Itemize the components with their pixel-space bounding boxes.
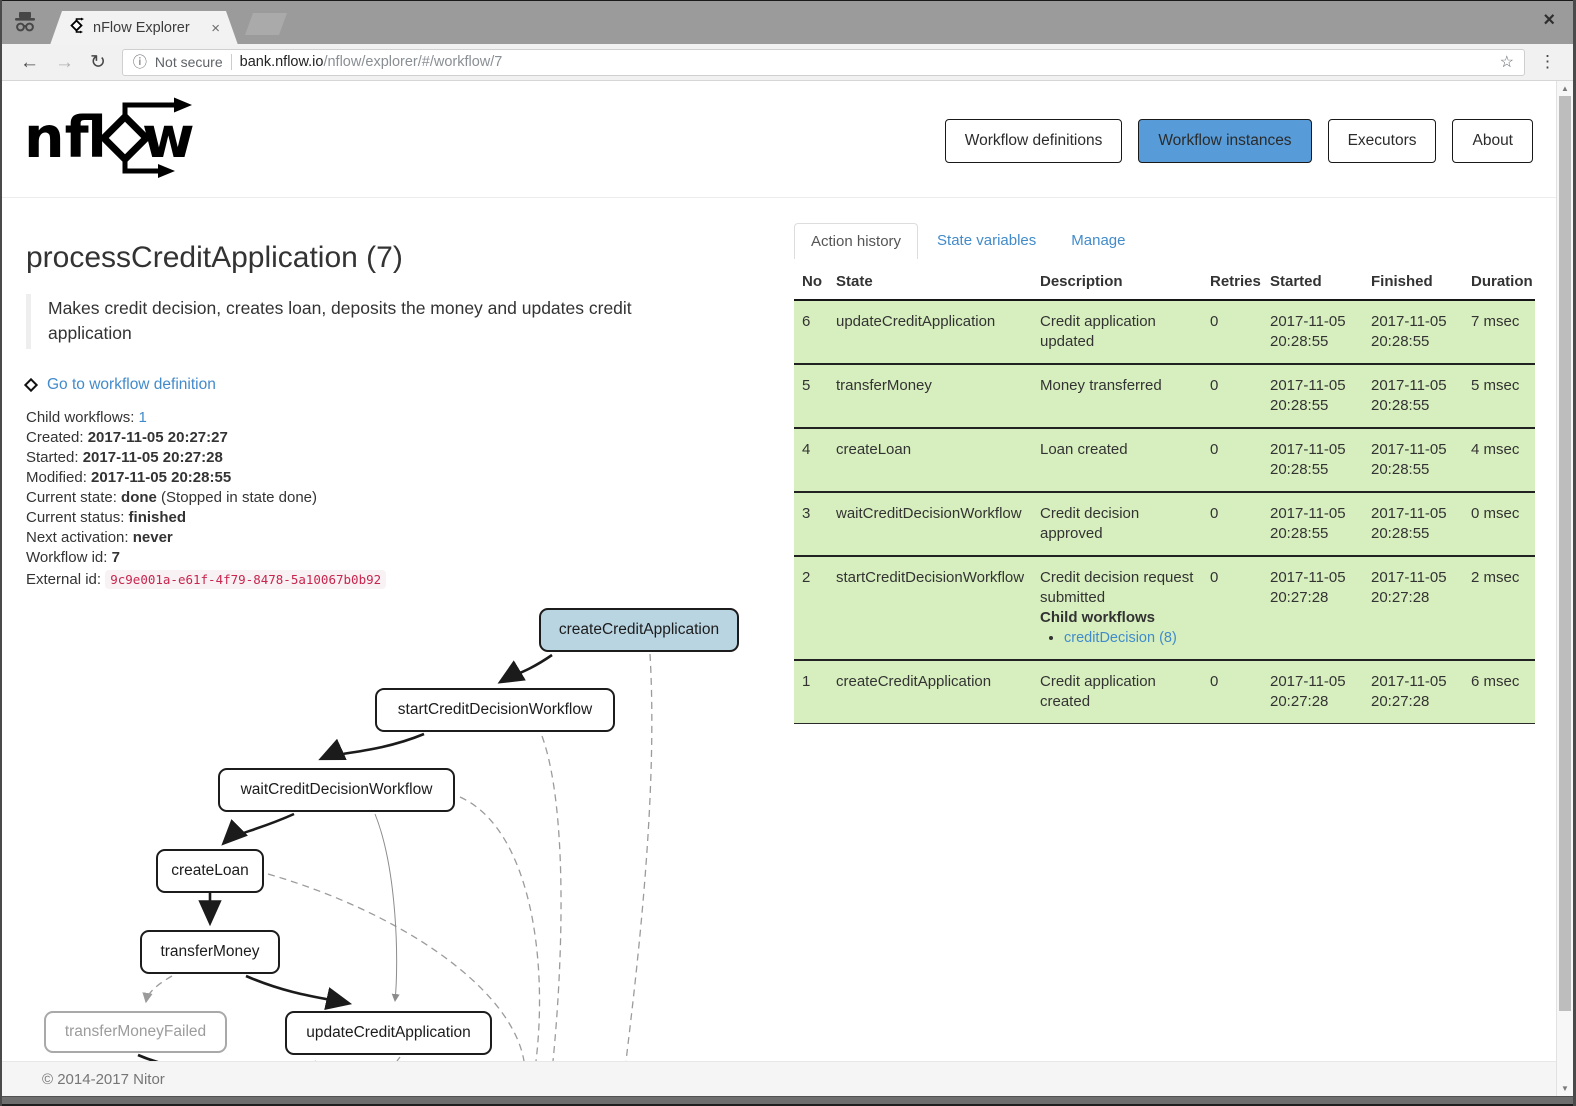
url-path: /nflow/explorer/#/workflow/7 (323, 54, 503, 70)
col-header-duration: Duration (1463, 267, 1535, 301)
url-host: bank.nflow.io (239, 54, 324, 70)
incognito-icon (13, 11, 37, 38)
security-label: Not secure (154, 54, 223, 70)
table-row: 5 transferMoney Money transferred 0 2017… (794, 364, 1535, 428)
col-header-started: Started (1262, 267, 1363, 301)
child-workflows-label: Child workflows (1040, 609, 1156, 626)
refresh-icon[interactable]: ↻ (90, 51, 106, 73)
action-history-table: No State Description Retries Started Fin… (794, 267, 1535, 724)
meta-modified: Modified: 2017-11-05 20:28:55 (26, 468, 232, 486)
browser-tab[interactable]: nFlow Explorer × (50, 11, 238, 45)
page-content: nfl w Workflow definitions Workflow inst… (2, 81, 1556, 1096)
new-tab-button[interactable] (245, 13, 287, 35)
nav-about-button[interactable]: About (1452, 119, 1533, 163)
action-history-panel: Action history State variables Manage No… (794, 223, 1535, 724)
nav-executors-button[interactable]: Executors (1327, 119, 1437, 163)
diagram-node-updateCreditApplication[interactable]: updateCreditApplication (285, 1011, 492, 1055)
scrollbar-thumb[interactable] (1559, 96, 1571, 1011)
meta-child-workflows: Child workflows: 1 (26, 408, 147, 426)
main-nav: Workflow definitions Workflow instances … (944, 119, 1533, 163)
site-header: nfl w Workflow definitions Workflow inst… (2, 81, 1556, 198)
table-row: 2 startCreditDecisionWorkflow Credit dec… (794, 556, 1535, 660)
child-workflow-link[interactable]: creditDecision (8) (1064, 630, 1177, 646)
tab-favicon-nflow-icon (68, 17, 85, 39)
detail-tabs: Action history State variables Manage (794, 223, 1535, 259)
tab-manage[interactable]: Manage (1071, 232, 1126, 249)
workflow-details-panel: processCreditApplication (7) Makes credi… (23, 199, 774, 590)
copyright-text: © 2014-2017 Nitor (42, 1070, 165, 1088)
page-title: processCreditApplication (7) (26, 241, 403, 274)
window-bottom-edge (2, 1096, 1573, 1106)
workflow-metadata: Child workflows: 1 Created: 2017-11-05 2… (26, 408, 774, 590)
window-close-icon[interactable]: × (1543, 9, 1555, 31)
col-header-retries: Retries (1202, 267, 1262, 301)
meta-current-status: Current status: finished (26, 508, 187, 526)
diagram-node-transferMoney[interactable]: transferMoney (140, 930, 280, 974)
url-separator (230, 54, 232, 70)
diagram-node-waitCreditDecisionWorkflow[interactable]: waitCreditDecisionWorkflow (218, 768, 455, 812)
workflow-definition-link-row: Go to workflow definition (23, 375, 774, 394)
child-workflows-count-link[interactable]: 1 (138, 408, 147, 426)
diamond-icon (23, 377, 39, 392)
scroll-down-icon[interactable]: ▼ (1561, 1084, 1569, 1093)
forward-icon[interactable]: → (55, 51, 74, 73)
meta-current-state: Current state: done (Stopped in state do… (26, 488, 317, 506)
col-header-no: No (794, 267, 828, 301)
table-row: 1 createCreditApplication Credit applica… (794, 660, 1535, 724)
tab-action-history[interactable]: Action history (794, 223, 919, 259)
url-bar[interactable]: ⓘ Not secure bank.nflow.io/nflow/explore… (121, 48, 1525, 76)
menu-dots-icon[interactable]: ⋮ (1539, 52, 1557, 71)
diagram-node-transferMoneyFailed[interactable]: transferMoneyFailed (44, 1011, 227, 1053)
tab-state-variables[interactable]: State variables (937, 232, 1037, 249)
meta-external-id: External id: 9c9e001a-e61f-4f79-8478-5a1… (26, 569, 774, 590)
url-text: bank.nflow.io/nflow/explorer/#/workflow/… (240, 54, 503, 70)
nav-workflow-definitions-button[interactable]: Workflow definitions (944, 119, 1123, 163)
workflow-description: Makes credit decision, creates loan, dep… (26, 294, 686, 349)
go-to-workflow-definition-link[interactable]: Go to workflow definition (47, 375, 216, 393)
col-header-description: Description (1032, 267, 1202, 301)
meta-next-activation: Next activation: never (26, 528, 173, 546)
table-row: 3 waitCreditDecisionWorkflow Credit deci… (794, 492, 1535, 556)
back-icon[interactable]: ← (20, 51, 39, 73)
tab-close-icon[interactable]: × (211, 19, 220, 37)
vertical-scrollbar[interactable]: ▲ ▼ (1556, 81, 1573, 1096)
table-row: 4 createLoan Loan created 0 2017-11-05 2… (794, 428, 1535, 492)
diagram-node-startCreditDecisionWorkflow[interactable]: startCreditDecisionWorkflow (375, 688, 615, 732)
col-header-state: State (828, 267, 1032, 301)
col-header-finished: Finished (1363, 267, 1463, 301)
info-icon[interactable]: ⓘ (132, 54, 147, 70)
nflow-logo: nfl w (24, 93, 204, 186)
bookmark-star-icon[interactable]: ☆ (1499, 54, 1514, 71)
diagram-node-createCreditApplication[interactable]: createCreditApplication (539, 608, 739, 652)
tab-title: nFlow Explorer (93, 20, 190, 36)
diagram-node-createLoan[interactable]: createLoan (156, 849, 264, 893)
meta-created: Created: 2017-11-05 20:27:27 (26, 428, 228, 446)
browser-titlebar: nFlow Explorer × × (2, 0, 1573, 44)
logo-text-pre: nfl (24, 105, 107, 171)
meta-started: Started: 2017-11-05 20:27:28 (26, 448, 223, 466)
scroll-up-icon[interactable]: ▲ (1561, 84, 1569, 93)
nav-workflow-instances-button[interactable]: Workflow instances (1138, 119, 1312, 163)
workflow-state-diagram[interactable]: createCreditApplication startCreditDecis… (26, 601, 774, 1061)
meta-workflow-id: Workflow id: 7 (26, 548, 120, 566)
diagram-edges (137, 653, 653, 1061)
browser-toolbar: ← → ↻ ⓘ Not secure bank.nflow.io/nflow/e… (2, 44, 1573, 81)
page-footer: © 2014-2017 Nitor (2, 1061, 1556, 1096)
table-header-row: No State Description Retries Started Fin… (794, 267, 1535, 301)
table-row: 6 updateCreditApplication Credit applica… (794, 300, 1535, 364)
external-id-value: 9c9e001a-e61f-4f79-8478-5a10067b0b92 (105, 569, 387, 589)
